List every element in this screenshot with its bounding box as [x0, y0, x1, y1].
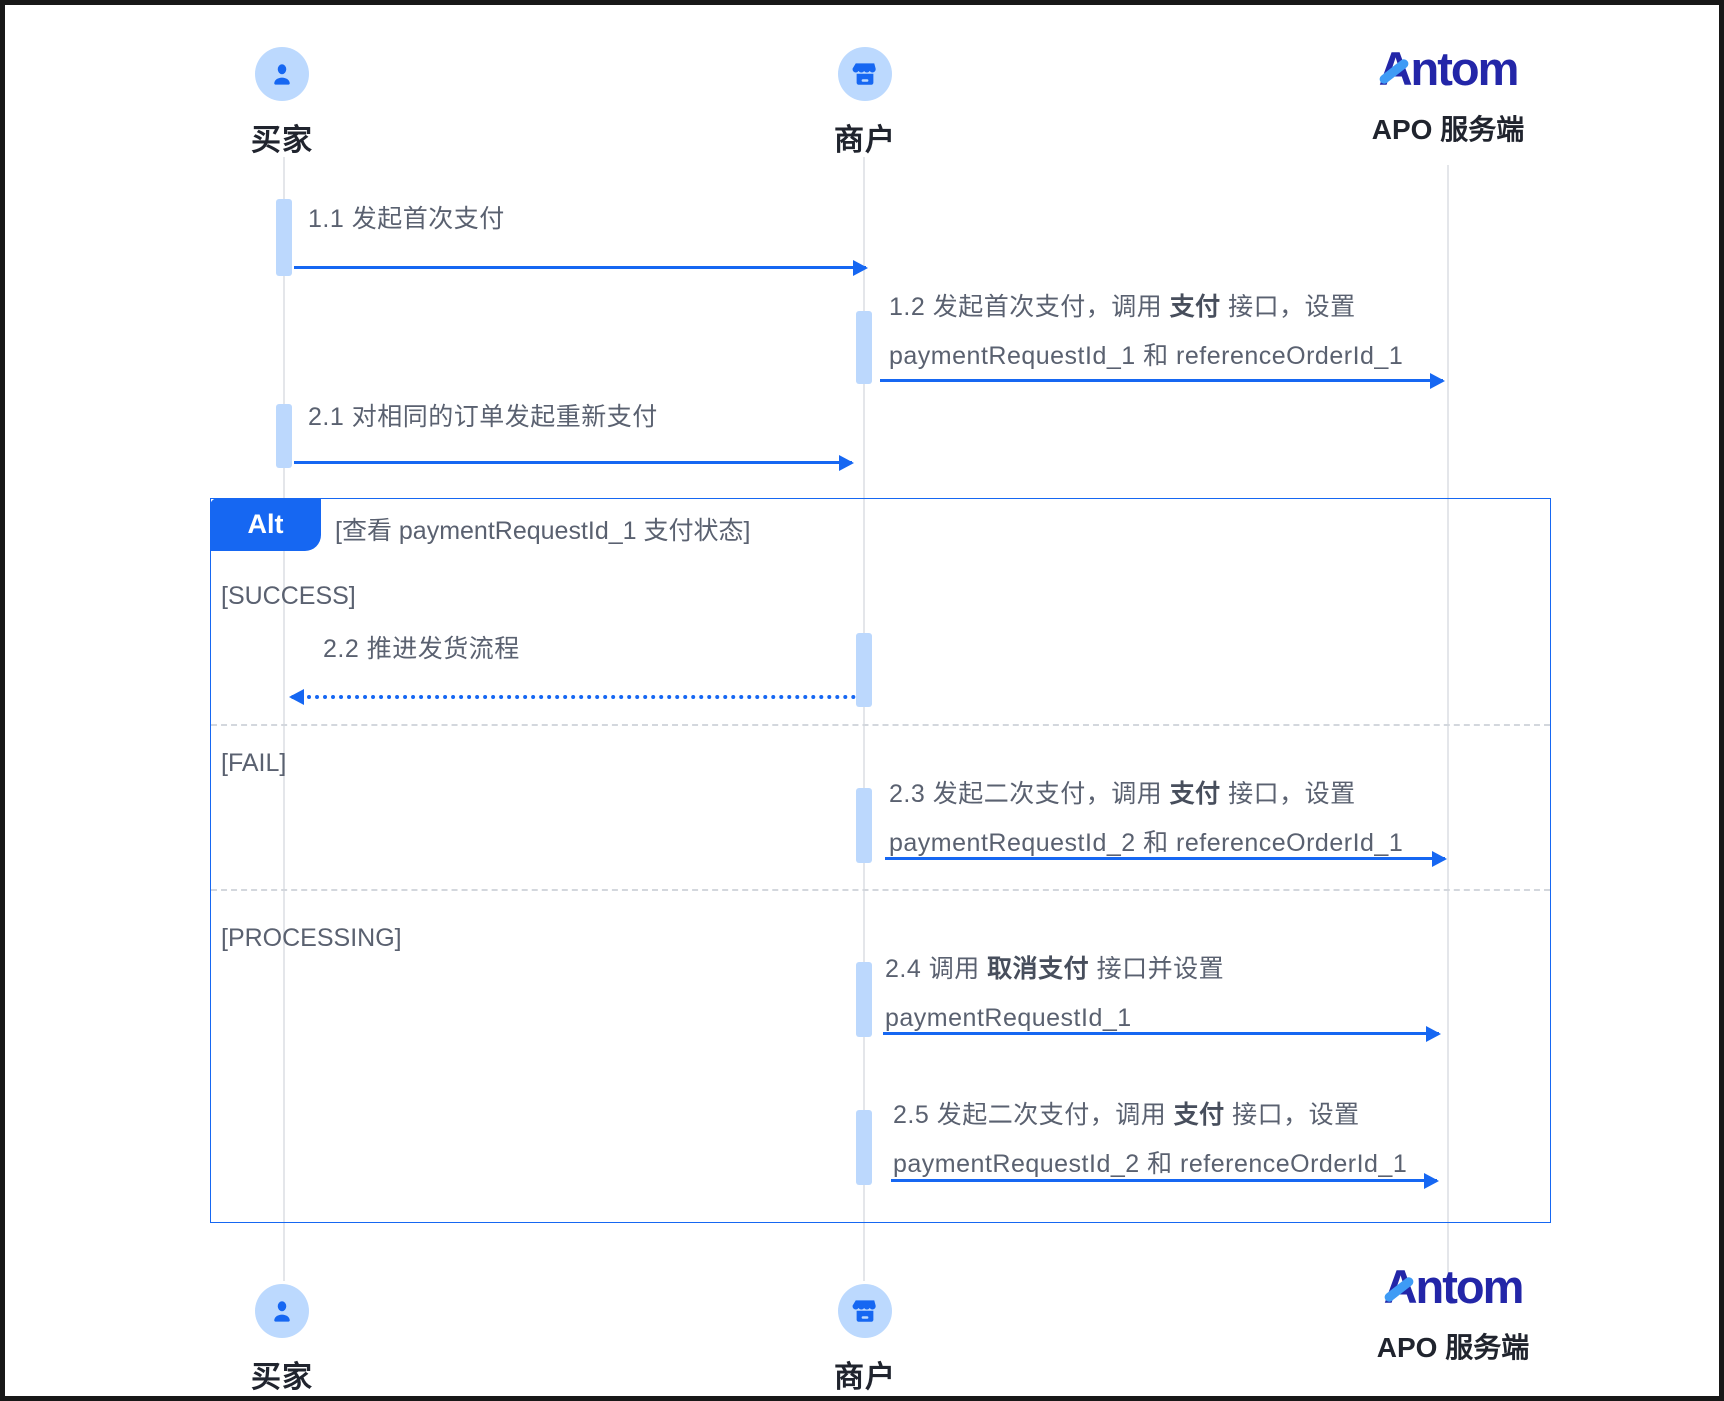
activation-merchant-5: [856, 1110, 872, 1185]
actor-buyer-top: 买家: [202, 47, 362, 159]
actor-buyer-bottom: 买家: [202, 1284, 362, 1396]
message-2-3-text: 2.3 发起二次支付，调用 支付 接口，设置 paymentRequestId_…: [889, 780, 1404, 857]
lifeline-merchant: [863, 157, 865, 1281]
arrow-2-3: [885, 857, 1445, 860]
activation-merchant-4: [856, 962, 872, 1037]
arrow-2-2: [291, 695, 856, 699]
actor-buyer-label: 买家: [251, 1361, 313, 1394]
actor-merchant-label: 商户: [834, 1361, 896, 1394]
arrow-1-1: [294, 266, 866, 269]
message-2-4-text: 2.4 调用 取消支付 接口并设置 paymentRequestId_1: [885, 955, 1225, 1032]
alt-badge: Alt: [210, 498, 321, 551]
message-1-2-text: 1.2 发起首次支付，调用 支付 接口，设置 paymentRequestId_…: [889, 293, 1404, 370]
person-icon: [255, 1284, 309, 1338]
alt-badge-label: Alt: [247, 509, 284, 539]
actor-apo-bottom: Antom APO 服务端: [1300, 1263, 1606, 1366]
alt-frame: [210, 498, 1551, 1223]
actor-merchant-label: 商户: [834, 124, 896, 157]
activation-merchant-2: [856, 633, 872, 707]
arrow-2-4: [883, 1032, 1439, 1035]
alt-divider-2: [211, 889, 1550, 891]
lifeline-buyer: [283, 157, 285, 1281]
alt-section-processing-label: [PROCESSING]: [221, 924, 402, 952]
antom-logo: Antom: [1382, 1263, 1524, 1310]
message-2-5-text: 2.5 发起二次支付，调用 支付 接口，设置 paymentRequestId_…: [893, 1101, 1408, 1178]
alt-section-success-label: [SUCCESS]: [221, 582, 356, 610]
actor-merchant-top: 商户: [785, 47, 945, 159]
actor-apo-label: APO 服务端: [1376, 1332, 1530, 1363]
actor-apo-label: APO 服务端: [1371, 114, 1525, 145]
antom-logo: Antom: [1377, 45, 1519, 92]
store-icon: [838, 1284, 892, 1338]
message-2-1-text: 2.1 对相同的订单发起重新支付: [308, 403, 658, 431]
actor-buyer-label: 买家: [251, 124, 313, 157]
alt-section-fail-label: [FAIL]: [221, 749, 287, 777]
activation-merchant-3: [856, 788, 872, 863]
arrow-2-1: [294, 461, 852, 464]
store-icon: [838, 47, 892, 101]
actor-merchant-bottom: 商户: [785, 1284, 945, 1396]
activation-buyer-2: [276, 404, 292, 468]
arrow-2-5: [891, 1179, 1437, 1182]
actor-apo-top: Antom APO 服务端: [1295, 45, 1601, 148]
arrow-1-2: [880, 379, 1443, 382]
message-2-2-text: 2.2 推进发货流程: [323, 635, 520, 663]
lifeline-apo: [1447, 165, 1449, 1281]
person-icon: [255, 47, 309, 101]
alt-condition: [查看 paymentRequestId_1 支付状态]: [335, 517, 751, 545]
alt-divider-1: [211, 724, 1550, 726]
message-1-1-text: 1.1 发起首次支付: [308, 205, 505, 233]
activation-buyer-1: [276, 199, 292, 276]
activation-merchant-1: [856, 311, 872, 384]
